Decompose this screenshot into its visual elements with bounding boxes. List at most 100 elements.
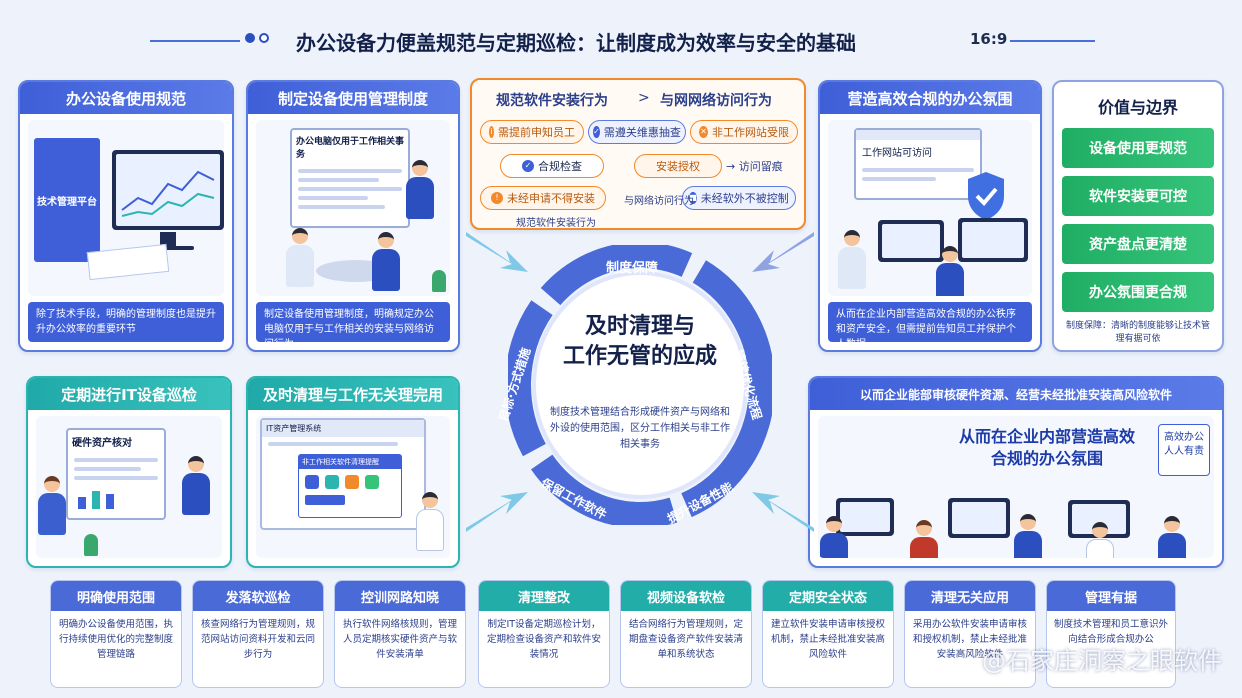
- bar-chart-icon: [78, 491, 114, 509]
- arrow-from-bottom-left-icon: [466, 492, 528, 532]
- tile-6-title: 定期安全状态: [763, 581, 893, 611]
- arrow-from-top-left-icon: [466, 232, 528, 272]
- values-footer: 制度保障：清晰的制度能够让技术管理有据可依: [1065, 321, 1210, 344]
- platform-label: 技术管理平台: [37, 196, 97, 208]
- policy-board: 办公电脑仅用于工作相关事务: [290, 128, 410, 228]
- chart-icon: [121, 170, 215, 217]
- card-usage-title: 办公设备使用规范: [20, 82, 232, 114]
- warning-icon: !: [491, 192, 503, 204]
- office-sign: 高效办公人人有责: [1158, 424, 1210, 476]
- card-inspection: 定期进行IT设备巡检 硬件资产核对: [26, 376, 232, 568]
- inventory-board-title: 硬件资产核对: [72, 438, 132, 449]
- policy-board-title: 办公电脑仅用于工作相关事务: [296, 137, 405, 160]
- plant-icon: [84, 534, 98, 556]
- worker-2: [910, 520, 938, 558]
- pill-no-install: !未经申请不得安装: [480, 186, 606, 210]
- check-icon: ✓: [522, 160, 534, 172]
- operator: [416, 492, 444, 551]
- header-left-line: [150, 40, 240, 42]
- asset-system-window: IT资产管理系统 非工作相关软件清理提醒: [260, 418, 426, 530]
- card-atmosphere: 营造高效合规的办公氛围 工作网站可访问 从而在企业内部营造高效合规的办公秩序和资…: [818, 80, 1042, 352]
- tile-7: 清理无关应用 采用办公软件安装申请审核和授权机制，禁止未经批准安装高风险软件: [904, 580, 1036, 688]
- pill-audit: ✓需遵关维惠抽查: [588, 120, 686, 144]
- shield-icon: ✓: [593, 126, 600, 138]
- app-icon: [345, 475, 359, 489]
- card-atmosphere-title: 营造高效合规的办公氛围: [820, 82, 1040, 114]
- header-right-line: [1010, 40, 1095, 42]
- tile-2-title: 发落软巡检: [193, 581, 323, 611]
- attendee-left: [286, 228, 314, 287]
- tile-1-title: 明确使用范围: [51, 581, 181, 611]
- card-inspection-title: 定期进行IT设备巡检: [28, 378, 230, 410]
- tile-1: 明确使用范围 明确办公设备使用范围，执行持续使用优化的完整制度管理链路: [50, 580, 182, 688]
- software-sep: >: [638, 90, 650, 106]
- asset-system-title: IT资产管理系统: [262, 420, 424, 437]
- tile-8-title: 管理有据: [1047, 581, 1175, 611]
- tile-5-body: 结合网络行为管理规则，定期盘查设备资产软件安装清单和系统状态: [628, 619, 743, 660]
- lock-icon: ■: [689, 192, 697, 204]
- usage-monitor: [112, 150, 224, 230]
- software-right-head: 与网网络访问行为: [660, 93, 772, 109]
- values-title: 价值与边界: [1097, 98, 1178, 117]
- card-usage-footer: 除了技术手段，明确的管理制度也是提升升办公效率的重要环节: [28, 302, 224, 342]
- value-item-1: 设备使用更规范: [1062, 128, 1214, 168]
- card-secure: 以而企业能部审核硬件资源、经营未经批准安装高风险软件 从而在企业内部营造高效合规…: [808, 376, 1224, 568]
- card-cleanup: 及时清理与工作无关理完用 IT资产管理系统 非工作相关软件清理提醒: [246, 376, 460, 568]
- tile-3-title: 控训网路知晓: [335, 581, 465, 611]
- arrow-from-top-right-icon: [752, 232, 814, 272]
- tile-6-body: 建立软件安装申请审核授权机制，禁止未经批准安装高风险软件: [770, 619, 885, 660]
- worker-1: [820, 516, 848, 558]
- worker-3: [1014, 514, 1042, 558]
- software-left-head: 规范软件安装行为: [496, 93, 608, 109]
- inspection-scene: 硬件资产核对: [36, 416, 222, 558]
- header-dots: [245, 33, 269, 43]
- secure-scene: 从而在企业内部营造高效合规的办公氛围 高效办公人人有责: [818, 416, 1214, 558]
- center-subtitle: 制度技术管理结合形成硬件资产与网络和外设的使用范围，区分工作相关与非工作相关事务: [550, 407, 730, 450]
- value-item-3: 资产盘点更清楚: [1062, 224, 1214, 264]
- cleanup-dialog: 非工作相关软件清理提醒: [298, 454, 402, 518]
- card-policy-footer: 制定设备使用管理制度，明确规定办公电脑仅用于与工作相关的安装与网络访问行为: [256, 302, 450, 350]
- card-usage: 办公设备使用规范 技术管理平台 除了技术手段，明确的管理制度也是提升升办公效率的…: [18, 80, 234, 352]
- inventory-board: 硬件资产核对: [66, 428, 166, 520]
- attendee-right: [372, 232, 400, 291]
- atmosphere-scene: 工作网站可访问: [828, 120, 1032, 296]
- app-icon: [305, 475, 319, 489]
- tile-6: 定期安全状态 建立软件安装申请审核授权机制，禁止未经批准安装高风险软件: [762, 580, 894, 688]
- cleanup-dialog-title: 非工作相关软件清理提醒: [299, 455, 401, 469]
- card-atmosphere-footer: 从而在企业内部营造高效合规的办公秩序和资产安全，但需提前告知员工并保护个人数据: [828, 302, 1032, 350]
- arc-label-top: 制度保障: [606, 261, 659, 276]
- usage-scene: 技术管理平台: [28, 120, 224, 296]
- cleanup-scene: IT资产管理系统 非工作相关软件清理提醒: [256, 416, 450, 558]
- worker-5: [1158, 516, 1186, 558]
- page-title: 办公设备力便盖规范与定期巡检：让制度成为效率与安全的基础: [296, 31, 856, 55]
- inspector-right: [182, 456, 210, 515]
- center-title-line1: 及时清理与: [584, 314, 695, 339]
- card-policy: 制定设备使用管理制度 办公电脑仅用于工作相关事务 制定设备使用管理制度，明确规定…: [246, 80, 460, 352]
- block-icon: ✕: [699, 126, 708, 138]
- card-secure-title: 以而企业能部审核硬件资源、经营未经批准安装高风险软件: [810, 378, 1222, 410]
- value-item-2: 软件安装更可控: [1062, 176, 1214, 216]
- tile-5: 视频设备软检 结合网络行为管理规则，定期盘查设备资产软件安装清单和系统状态: [620, 580, 752, 688]
- software-bottom-text: 规范软件安装行为: [516, 218, 596, 229]
- confirm-button[interactable]: [305, 495, 345, 505]
- pill-restricted: ✕非工作网站受限: [690, 120, 798, 144]
- card-policy-title: 制定设备使用管理制度: [248, 82, 458, 114]
- tile-2-body: 核查网络行为管理规则，规范网站访问资料开发和云同步行为: [200, 619, 315, 660]
- access-log-text: → 访问留痕: [726, 160, 783, 173]
- center-title-line2: 工作无管的应成: [562, 344, 717, 369]
- employee-right: [936, 246, 964, 296]
- tile-7-title: 清理无关应用: [905, 581, 1035, 611]
- tile-4-title: 清理整改: [479, 581, 609, 611]
- platform-book: 技术管理平台: [34, 138, 100, 262]
- tile-2: 发落软巡检 核查网络行为管理规则，规范网站访问资料开发和云同步行为: [192, 580, 324, 688]
- employee-left: [838, 230, 866, 289]
- website-window: 工作网站可访问: [854, 128, 982, 200]
- inspector-left: [38, 476, 66, 535]
- info-icon: i: [489, 126, 494, 138]
- center-title: 及时清理与 工作无管的应成: [536, 312, 744, 372]
- pill-compliance: ✓合规检查: [500, 154, 604, 178]
- app-icon: [365, 475, 379, 489]
- tile-7-body: 采用办公软件安装申请审核和授权机制，禁止未经批准安装高风险软件: [912, 619, 1027, 660]
- value-item-4: 办公氛围更合规: [1062, 272, 1214, 312]
